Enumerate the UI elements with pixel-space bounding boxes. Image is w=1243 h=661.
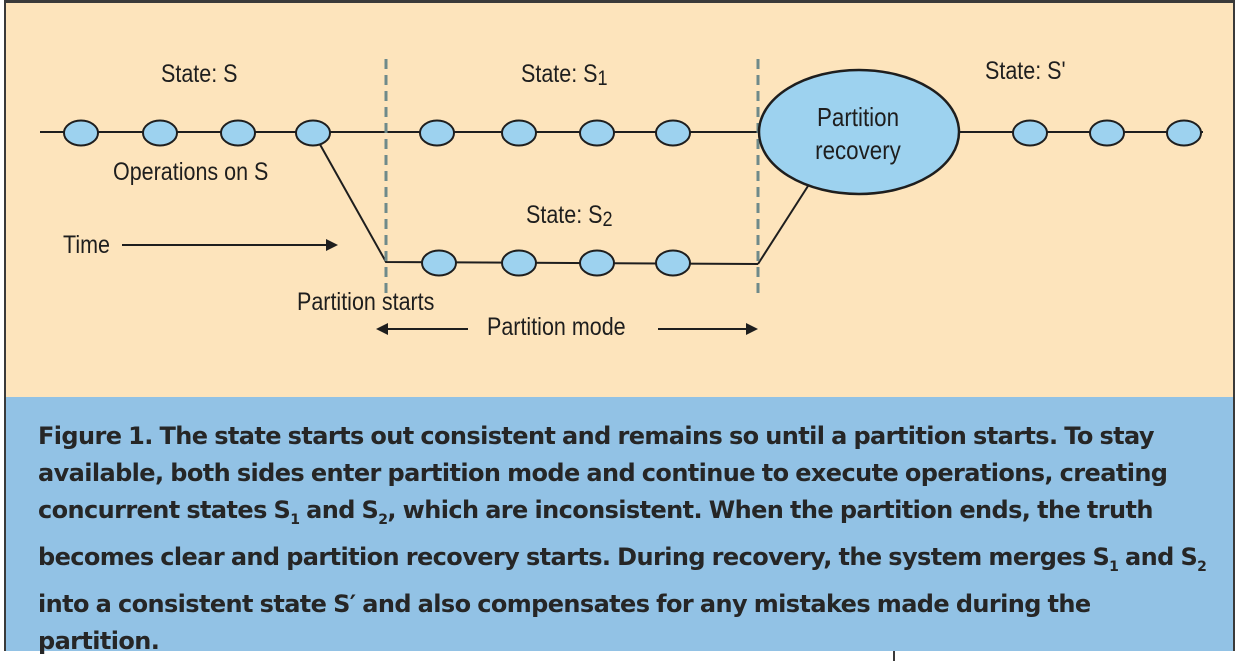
label-partition-starts: Partition starts: [297, 288, 435, 316]
label-partition-recovery: Partition recovery: [758, 101, 958, 167]
caption-sub-4: 2: [1197, 559, 1207, 575]
figure-label: Figure 1.: [38, 422, 153, 450]
label-state-s1: State: S1: [521, 60, 608, 91]
node-s-2: [142, 119, 178, 147]
label-operations-on-s: Operations on S: [113, 158, 269, 186]
caption-sub-2: 2: [378, 512, 388, 528]
figure-frame: State: S State: S1 State: S' Operations …: [4, 0, 1237, 655]
diagram-canvas: [40, 59, 1203, 335]
label-state-s: State: S: [161, 60, 238, 88]
caption-part-5: into a consistent state S′ and also comp…: [38, 590, 1091, 655]
label-state-s2-sub: 2: [602, 208, 613, 231]
bottom-column-rule: [893, 651, 895, 661]
node-s1-4: [655, 119, 691, 147]
timeline-branch-s2: [312, 131, 759, 265]
label-state-s1-text: State: S: [521, 60, 598, 88]
caption-part-1: The state starts out consistent and rema…: [38, 422, 1168, 524]
node-s1-2: [501, 119, 537, 147]
label-state-s2-text: State: S: [526, 201, 603, 229]
node-s2-1: [421, 249, 457, 277]
node-sprime-1: [1012, 119, 1048, 147]
label-state-s-prime: State: S': [985, 57, 1066, 85]
caption-part-2: and S: [299, 496, 379, 524]
partition-recovery-node: [757, 68, 961, 196]
label-time: Time: [63, 231, 110, 259]
node-s1-3: [579, 119, 615, 147]
label-state-s2: State: S2: [526, 201, 613, 232]
node-sprime-2: [1089, 119, 1125, 147]
caption-part-4: and S: [1118, 543, 1198, 571]
node-s-4: [295, 119, 331, 147]
label-state-s1-sub: 1: [597, 67, 608, 90]
figure-caption: Figure 1. The state starts out consisten…: [6, 397, 1233, 655]
caption-part-3: , which are inconsistent. When the parti…: [38, 496, 1153, 571]
node-sprime-3: [1166, 119, 1202, 147]
caption-sub-1: 1: [290, 512, 300, 528]
label-partition-recovery-line1: Partition: [816, 102, 900, 132]
merge-line: [757, 185, 809, 265]
label-partition-mode: Partition mode: [487, 313, 626, 341]
node-s-1: [63, 119, 99, 147]
node-s-3: [220, 119, 256, 147]
node-s1-1: [419, 119, 455, 147]
caption-text: Figure 1. The state starts out consisten…: [38, 418, 1211, 660]
partition-diagram: State: S State: S1 State: S' Operations …: [6, 3, 1237, 397]
caption-sub-3: 1: [1109, 559, 1119, 575]
node-s2-2: [501, 249, 537, 277]
node-s2-3: [579, 249, 615, 277]
label-partition-recovery-line2: recovery: [815, 135, 901, 165]
node-s2-4: [655, 249, 691, 277]
